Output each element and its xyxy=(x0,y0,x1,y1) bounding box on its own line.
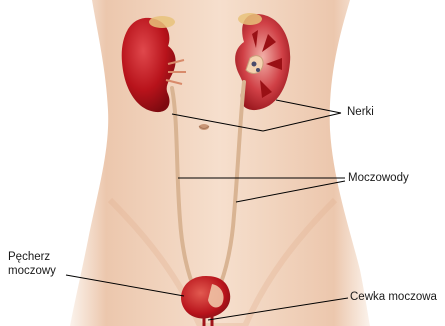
label-urethra: Cewka moczowa xyxy=(350,291,437,304)
torso xyxy=(70,0,370,326)
label-bladder-line1: Pęcherz xyxy=(8,251,50,264)
right-adrenal-gland xyxy=(238,13,262,25)
label-ureters: Moczowody xyxy=(348,172,409,185)
left-adrenal-gland xyxy=(149,16,175,28)
renal-sinus-dot-1 xyxy=(252,62,257,67)
label-kidneys: Nerki xyxy=(347,106,374,119)
renal-sinus-dot-2 xyxy=(256,68,260,72)
label-bladder-line2: moczowy xyxy=(8,265,56,278)
